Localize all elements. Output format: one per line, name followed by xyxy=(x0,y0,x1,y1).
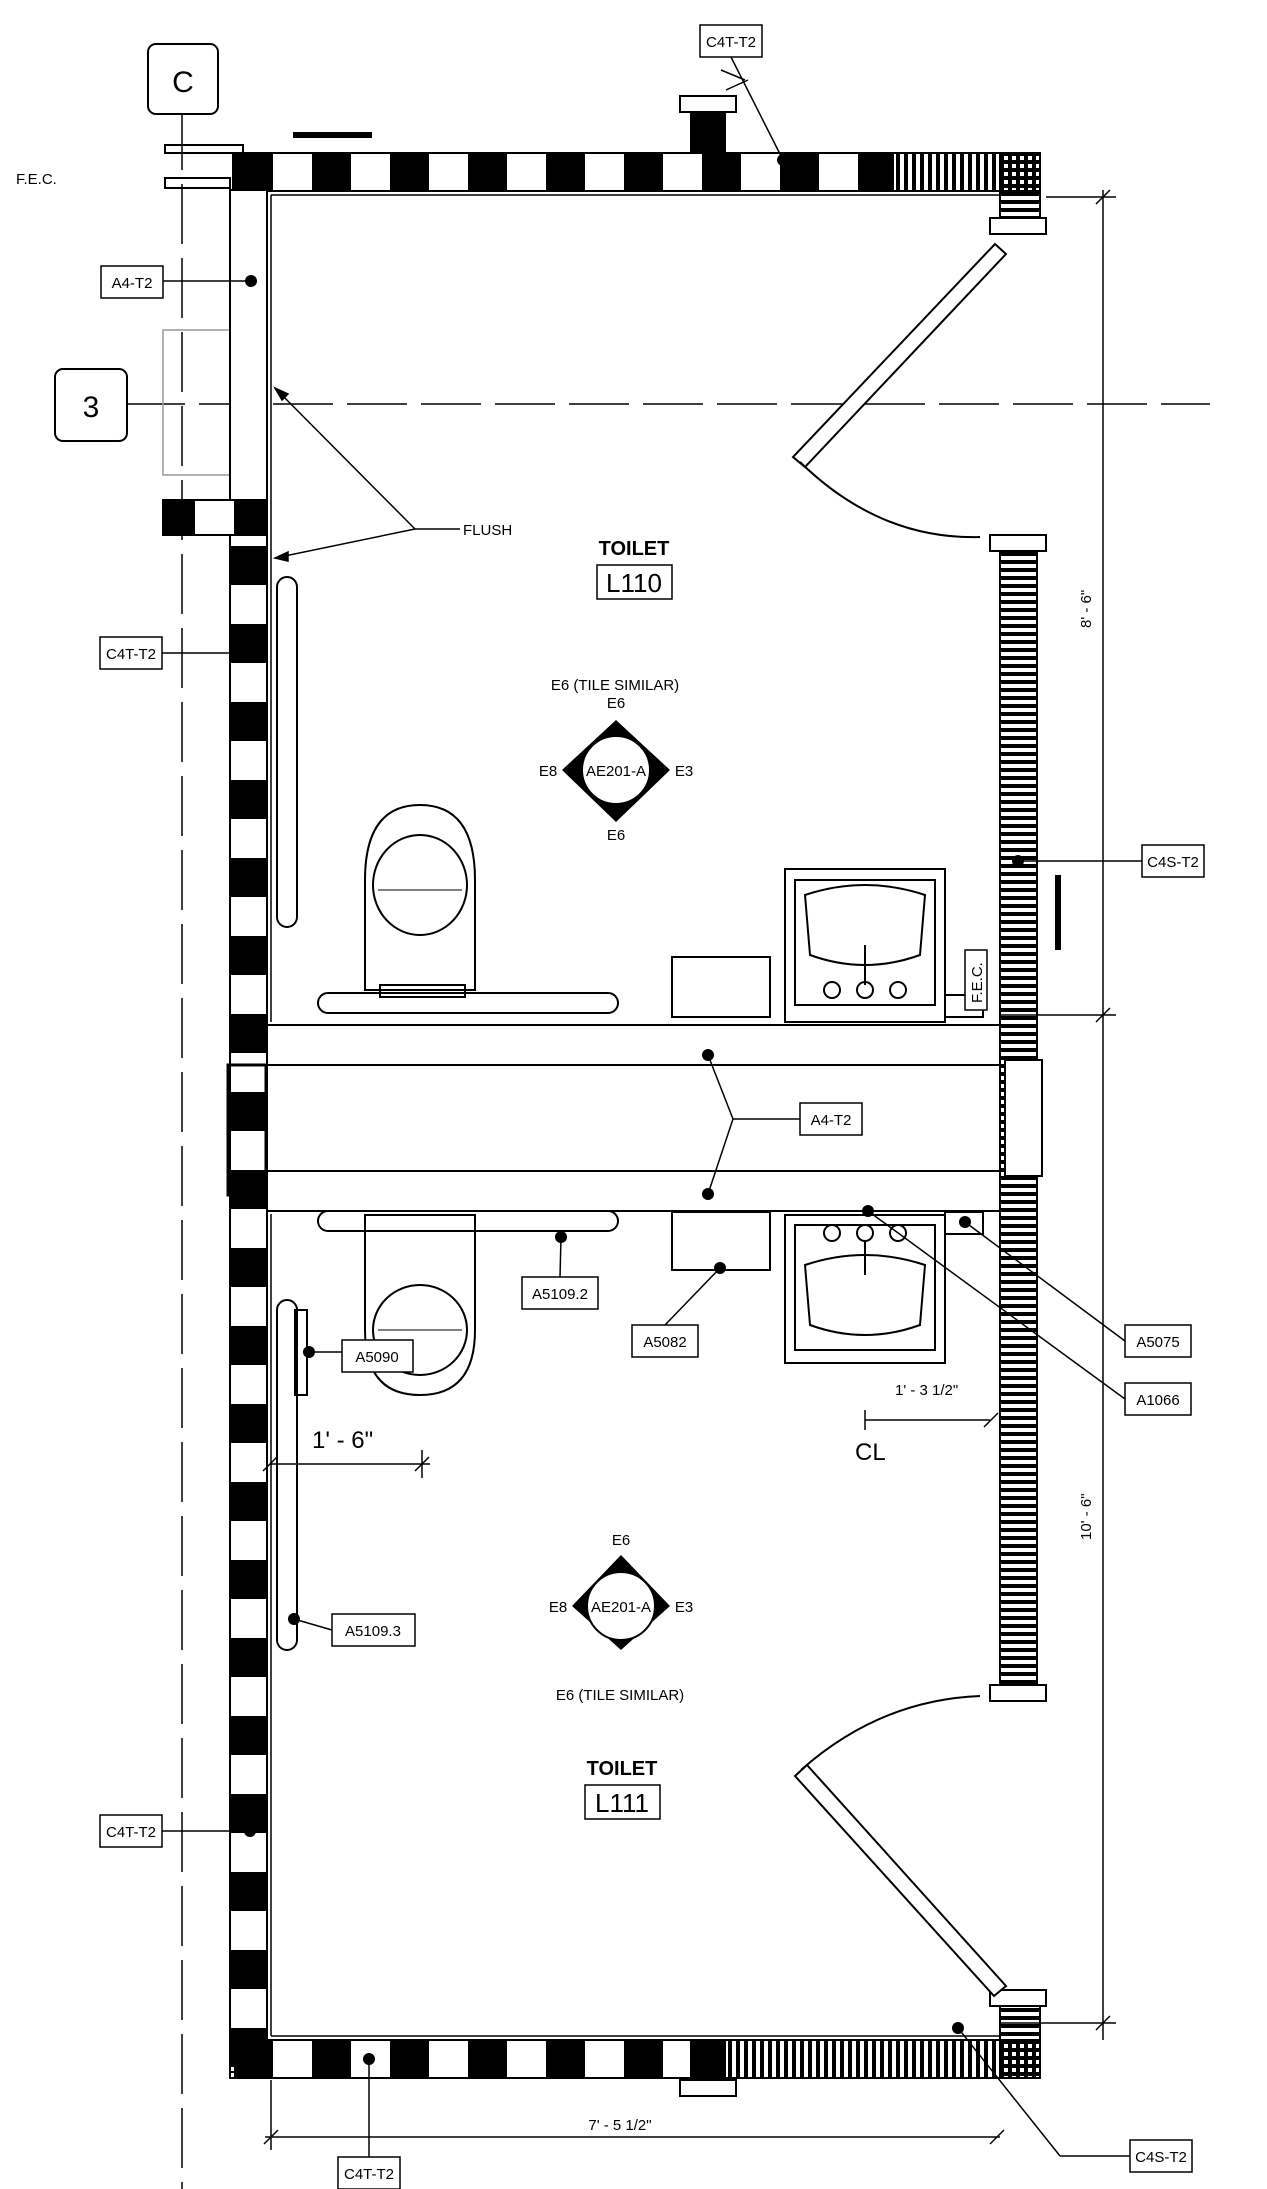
tag-a1066: A1066 xyxy=(862,1205,1192,1416)
svg-text:C4S-T2: C4S-T2 xyxy=(1135,2149,1187,2166)
svg-text:A5109.2: A5109.2 xyxy=(532,1286,588,1303)
flush-leader xyxy=(272,386,460,562)
wall-cap xyxy=(164,144,244,154)
paper-dispenser-lower xyxy=(671,1211,771,1271)
dimension-lower-label: 10' - 6" xyxy=(1078,1493,1095,1540)
svg-text:E6: E6 xyxy=(607,695,625,712)
dimension-upper-label: 8' - 6" xyxy=(1078,590,1095,628)
svg-text:A4-T2: A4-T2 xyxy=(811,1112,852,1129)
room-number-l110: L110 xyxy=(606,568,662,598)
grid-bubble-column: C xyxy=(147,43,219,115)
svg-text:C: C xyxy=(172,66,194,99)
svg-text:E3: E3 xyxy=(675,763,693,780)
wall-cap xyxy=(164,177,231,189)
svg-text:A5082: A5082 xyxy=(643,1334,686,1351)
door-lower xyxy=(793,1695,1008,1998)
svg-text:E6: E6 xyxy=(612,1532,630,1549)
svg-text:C4T-T2: C4T-T2 xyxy=(106,1824,156,1841)
room-number-l111: L111 xyxy=(595,1788,649,1818)
svg-text:E6: E6 xyxy=(607,827,625,844)
door-upper xyxy=(791,242,1008,539)
flush-label: FLUSH xyxy=(463,522,512,539)
room-number-box xyxy=(584,1784,661,1820)
elevation-note: E6 (TILE SIMILAR) xyxy=(551,677,679,694)
svg-text:E3: E3 xyxy=(675,1599,693,1616)
tag-a5082: A5082 xyxy=(631,1262,726,1358)
svg-text:3: 3 xyxy=(83,391,100,424)
tag-a5109-2: A5109.2 xyxy=(521,1231,599,1310)
tag-a4-t2-top: A4-T2 xyxy=(100,265,257,299)
svg-text:C4S-T2: C4S-T2 xyxy=(1147,854,1199,871)
elevation-marker-upper: AE201-A E6 E8 E3 E6 xyxy=(539,695,693,844)
elevation-note: E6 (TILE SIMILAR) xyxy=(556,1687,684,1704)
centerline-symbol: CL xyxy=(855,1439,886,1466)
svg-text:A5075: A5075 xyxy=(1136,1334,1179,1351)
tag-c4t-t2-bottom: C4T-T2 xyxy=(337,2053,401,2189)
dimension-grab-bar xyxy=(262,1450,430,1478)
tag-c4t-t2-top: C4T-T2 xyxy=(699,24,789,166)
tag-c4s-t2-right: C4S-T2 xyxy=(1012,844,1205,878)
room-number-box xyxy=(596,564,673,600)
dimension-vertical xyxy=(1000,189,1116,2040)
svg-text:E8: E8 xyxy=(549,1599,567,1616)
svg-text:C4T-T2: C4T-T2 xyxy=(706,34,756,51)
svg-text:A5109.3: A5109.3 xyxy=(345,1623,401,1640)
elevation-marker-lower: AE201-A E6 E8 E3 xyxy=(549,1532,693,1650)
toilet-upper xyxy=(364,803,476,998)
room-name-l111: TOILET xyxy=(587,1758,658,1780)
svg-text:AE201-A: AE201-A xyxy=(586,763,646,780)
paper-dispenser-upper xyxy=(671,956,771,1018)
dimension-sink-offset-label: 1' - 3 1/2" xyxy=(895,1382,958,1399)
tag-a5090: A5090 xyxy=(303,1339,414,1373)
grid-bubble-row: 3 xyxy=(54,368,128,442)
tag-c4s-t2-bottom: C4S-T2 xyxy=(952,2022,1193,2173)
fec-label: F.E.C. xyxy=(16,171,57,188)
grab-bars xyxy=(276,576,619,1651)
tag-c4t-t2-left-upper: C4T-T2 xyxy=(99,636,256,670)
tag-a5075: A5075 xyxy=(959,1216,1192,1358)
tag-a5109-3: A5109.3 xyxy=(288,1613,416,1647)
dimension-width xyxy=(263,2080,1005,2150)
grid-lines xyxy=(125,110,1210,2189)
svg-text:AE201-A: AE201-A xyxy=(591,1599,651,1616)
tag-a4-t2-mid: A4-T2 xyxy=(702,1049,863,1200)
tag-c4t-t2-left-lower: C4T-T2 xyxy=(99,1814,256,1848)
svg-text:C4T-T2: C4T-T2 xyxy=(344,2166,394,2183)
soap-dispenser-lower xyxy=(944,1211,984,1235)
sink-lower xyxy=(784,1214,946,1364)
fec-cabinet xyxy=(964,949,988,1011)
dimension-grab-bar-label: 1' - 6" xyxy=(312,1427,373,1454)
svg-text:A1066: A1066 xyxy=(1136,1392,1179,1409)
svg-text:E8: E8 xyxy=(539,763,557,780)
svg-text:A5090: A5090 xyxy=(355,1349,398,1366)
dimension-width-label: 7' - 5 1/2" xyxy=(588,2117,651,2134)
svg-text:C4T-T2: C4T-T2 xyxy=(106,646,156,663)
svg-text:A4-T2: A4-T2 xyxy=(112,275,153,292)
fec-cabinet-label: F.E.C. xyxy=(969,962,986,1003)
dimension-sink-offset xyxy=(864,1410,999,1430)
room-name-l110: TOILET xyxy=(599,538,670,560)
sink-upper xyxy=(784,868,946,1023)
